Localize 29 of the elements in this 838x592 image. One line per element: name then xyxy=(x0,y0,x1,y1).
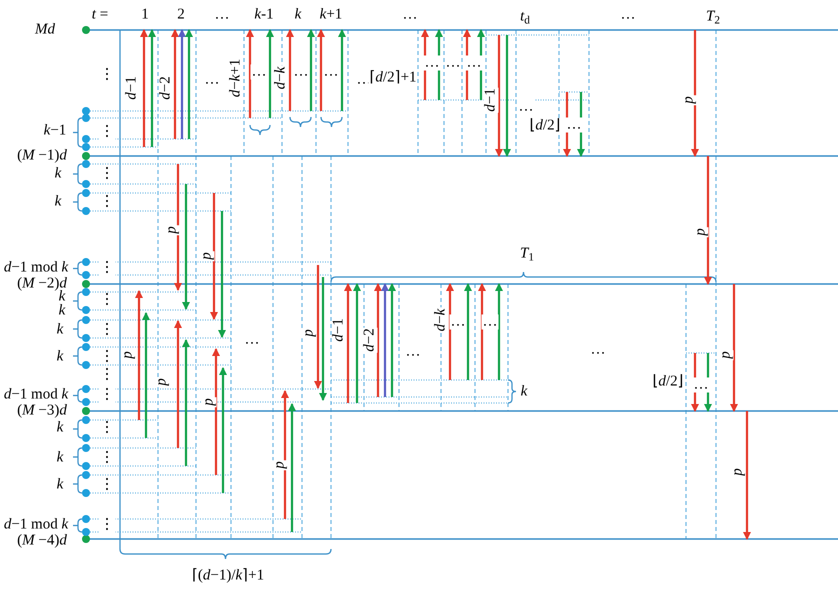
ellipsis: ⋮ xyxy=(98,124,116,140)
ellipsis: ⋮ xyxy=(98,260,116,276)
length-label: d xyxy=(202,397,216,407)
ellipsis: ⋮ xyxy=(98,388,116,402)
level-label: (M −4)d xyxy=(16,534,68,548)
level-label: (M −3)d xyxy=(16,404,68,418)
floor-label: ⌊d/2⌋ xyxy=(528,118,562,134)
length-label: d xyxy=(154,377,170,387)
length-label: d−2 xyxy=(362,327,378,353)
ceiling-label: ⌈d/2⌉+1 xyxy=(368,70,418,86)
period-label: T$_{1}$ xyxy=(519,246,535,262)
length-label: d−1 xyxy=(484,87,498,113)
ellipsis: … xyxy=(466,56,482,70)
length-label: d xyxy=(302,328,316,338)
ellipsis: … xyxy=(482,314,498,330)
level-label: (M −1)d xyxy=(16,148,68,164)
level-label: (M −2)d xyxy=(16,276,68,292)
time-step: T$_{2}$ xyxy=(705,10,721,24)
ellipsis: … xyxy=(450,314,466,330)
ellipsis: … xyxy=(424,56,440,70)
time-step: t$_{d}$ xyxy=(519,10,531,24)
ellipsis: … xyxy=(692,378,710,392)
length-label: d xyxy=(272,460,288,470)
length-label: d xyxy=(120,350,136,360)
ellipsis: … xyxy=(566,118,582,132)
ellipsis: ⋮ xyxy=(98,518,116,532)
ellipsis: … xyxy=(250,64,268,80)
floor-label: ⌊d/2⌋ xyxy=(651,374,685,390)
count-label: ⌈(d−1)/k⌉+1 xyxy=(190,568,266,584)
